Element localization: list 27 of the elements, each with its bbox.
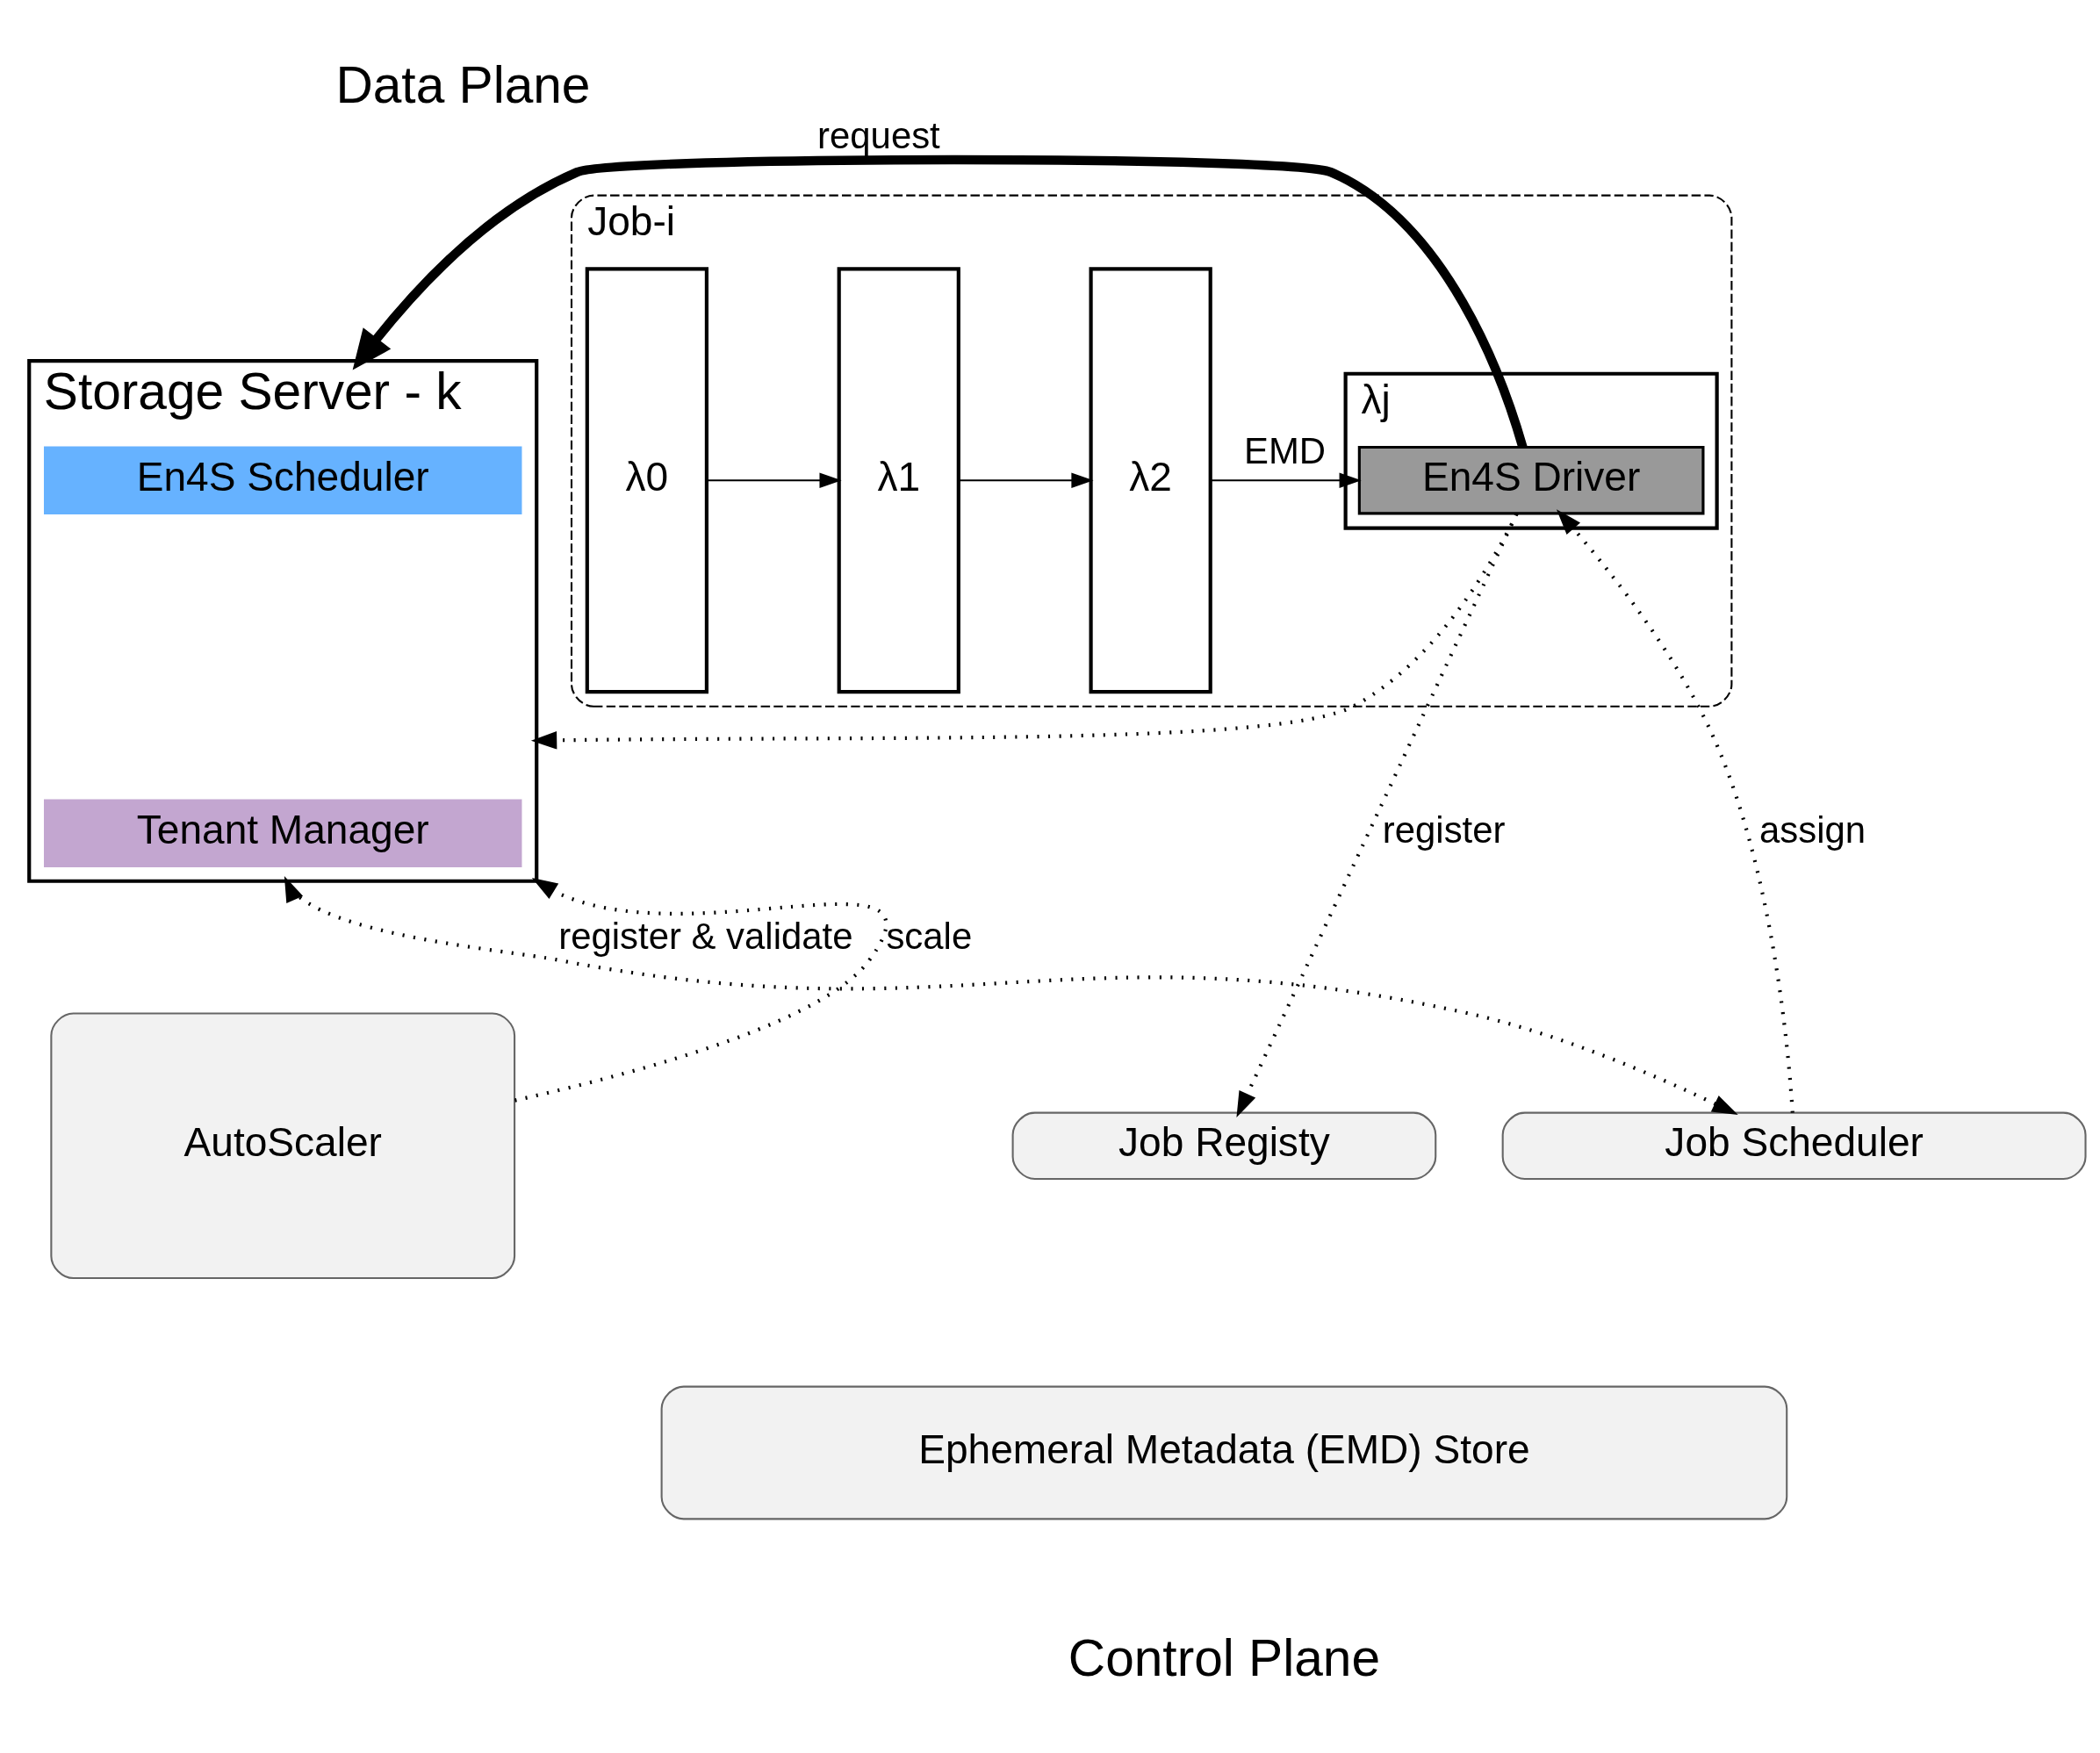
arrow (530, 513, 1519, 750)
node-box: λ1 (837, 267, 960, 694)
node-box: Tenant Manager (44, 799, 522, 868)
node-box: Job Scheduler (1501, 1111, 2087, 1181)
node-box: Job Registy (1011, 1111, 1437, 1181)
arrow (1211, 472, 1362, 488)
arrow (352, 154, 1528, 449)
arrow (1556, 509, 1794, 1113)
arrow (1236, 513, 1519, 1117)
node-box: En4S Scheduler (44, 446, 522, 514)
label: Control Plane (1068, 1629, 1381, 1687)
node-box: En4S Driver (1357, 445, 1705, 515)
label: Data Plane (335, 55, 591, 113)
node-box: Ephemeral Metadata (EMD) Store (660, 1385, 1788, 1520)
arrow (284, 875, 1738, 1116)
arrow (514, 877, 888, 1103)
edge-label: register (1382, 808, 1506, 851)
arrow (707, 472, 842, 488)
node-box: λ0 (585, 267, 708, 694)
edge-label: EMD (1243, 430, 1327, 472)
edge-label: request (817, 115, 940, 157)
arrow (959, 472, 1094, 488)
edge-label: assign (1759, 808, 1866, 851)
node-box: λ2 (1089, 267, 1212, 694)
edge-label: scale (886, 916, 973, 958)
edge-label: register & validate (558, 916, 853, 958)
node-box: AutoScaler (50, 1012, 516, 1280)
